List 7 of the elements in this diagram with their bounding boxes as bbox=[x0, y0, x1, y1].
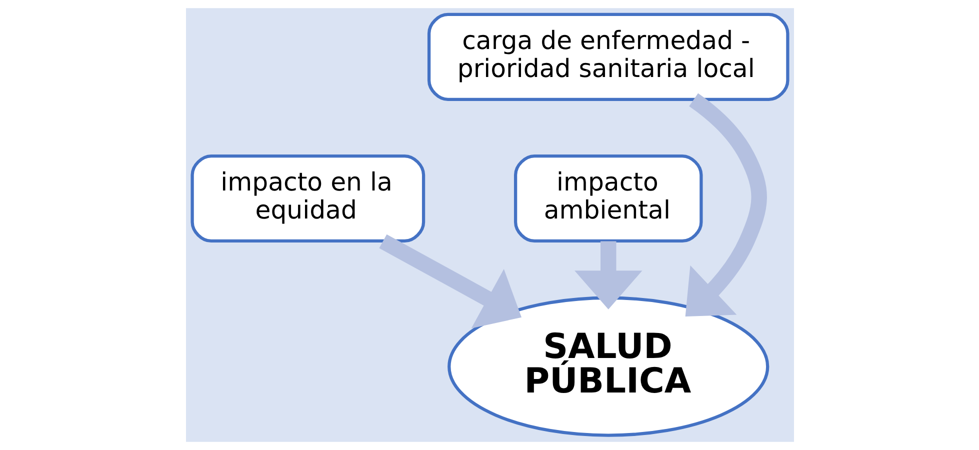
node-box: impacto ambiental bbox=[514, 154, 702, 243]
arrow bbox=[684, 93, 766, 317]
node-box: carga de enfermedad - prioridad sanitaria local bbox=[426, 12, 789, 101]
node-ellipse: SALUD PÚBLICA bbox=[447, 296, 769, 437]
arrow bbox=[378, 234, 522, 328]
node-box: impacto en la equidad bbox=[190, 154, 425, 243]
arrow bbox=[574, 241, 642, 310]
